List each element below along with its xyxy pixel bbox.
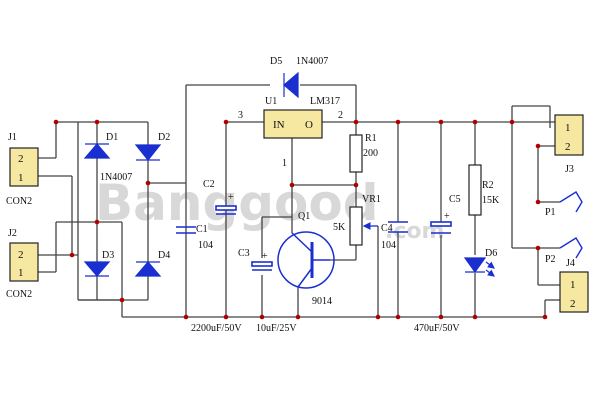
j3-pin-top: 1	[565, 122, 571, 134]
connector-j1: 2 1 J1 CON2	[6, 132, 39, 207]
p2-label: P2	[545, 254, 556, 265]
watermark-brand: Banggood	[95, 174, 379, 232]
vr1-value: 5K	[333, 222, 346, 233]
connector-j3: 1 2 J3	[554, 114, 584, 175]
u1-pin-in: 3	[238, 110, 243, 121]
j1-type: CON2	[6, 196, 32, 207]
c3-ref: C3	[238, 248, 250, 259]
capacitor-c3	[251, 261, 273, 271]
diode-d3	[83, 261, 111, 277]
d1-label: D1	[106, 132, 118, 143]
j4-ref: J4	[566, 258, 575, 269]
j3-ref: J3	[565, 164, 574, 175]
c2-ref: C2	[203, 179, 215, 190]
output-terminals	[559, 191, 583, 259]
u1-pin-adj: 1	[282, 158, 287, 169]
bridge-part-label: 1N4007	[100, 172, 132, 183]
d3-label: D3	[102, 250, 114, 261]
j4-pin-bottom: 2	[570, 298, 576, 310]
potentiometer-vr1	[349, 206, 378, 246]
led-d6	[463, 257, 495, 277]
d2-label: D2	[158, 132, 170, 143]
u1-out-label: O	[305, 119, 313, 131]
j2-ref: J2	[8, 228, 17, 239]
c1-ref: C1	[196, 224, 208, 235]
u1-pin-out: 2	[338, 110, 343, 121]
c3-rating: 10uF/25V	[256, 323, 297, 334]
u1-part: LM317	[310, 96, 340, 107]
u1-ref: U1	[265, 96, 277, 107]
c4-ref: C4	[381, 223, 393, 234]
j4-pin-top: 1	[570, 279, 576, 291]
capacitor-c2	[215, 205, 237, 215]
q1-part: 9014	[312, 296, 332, 307]
r1-ref: R1	[365, 133, 377, 144]
p1-terminal	[559, 191, 583, 213]
r2-ref: R2	[482, 180, 494, 191]
c3-plus: +	[262, 251, 268, 262]
d5-part-label: 1N4007	[296, 56, 328, 67]
d6-ref: D6	[485, 248, 497, 259]
p1-label: P1	[545, 207, 556, 218]
j2-type: CON2	[6, 289, 32, 300]
d4-label: D4	[158, 250, 170, 261]
c1-value: 104	[198, 240, 213, 251]
transistor-q1	[277, 231, 335, 289]
diode-d4	[134, 261, 162, 277]
c5-plus: +	[444, 211, 450, 222]
diode-d5	[283, 71, 299, 99]
diode-d1	[83, 143, 111, 159]
d5-label: D5	[270, 56, 282, 67]
r2-value: 15K	[482, 195, 500, 206]
r1-value: 200	[363, 148, 378, 159]
j1-ref: J1	[8, 132, 17, 143]
q1-ref: Q1	[298, 211, 310, 222]
capacitor-c5	[430, 221, 452, 234]
c2-rating: 2200uF/50V	[191, 323, 242, 334]
j2-pin-bottom: 1	[18, 267, 24, 279]
connector-j2: 2 1 J2 CON2	[6, 228, 39, 300]
resistor-r2	[468, 164, 482, 216]
diode-d2	[134, 144, 162, 161]
c2-plus: +	[228, 192, 234, 203]
c5-ref: C5	[449, 194, 461, 205]
j1-pin-top: 2	[18, 153, 24, 165]
u1-in-label: IN	[273, 119, 285, 131]
junctions	[53, 119, 548, 320]
p2-terminal	[559, 237, 583, 259]
resistor-r1	[349, 134, 363, 173]
c5-rating: 470uF/50V	[414, 323, 460, 334]
j1-pin-bottom: 1	[18, 172, 24, 184]
capacitor-c4	[388, 221, 408, 233]
vr1-ref: VR1	[362, 194, 381, 205]
connector-j4: 1 2 J4	[559, 258, 589, 313]
capacitor-c1	[176, 226, 196, 234]
j2-pin-top: 2	[18, 249, 24, 261]
regulator-u1: IN O	[263, 109, 323, 139]
c4-value: 104	[381, 240, 396, 251]
bridge-rectifier	[83, 143, 162, 277]
j3-pin-bottom: 2	[565, 141, 571, 153]
